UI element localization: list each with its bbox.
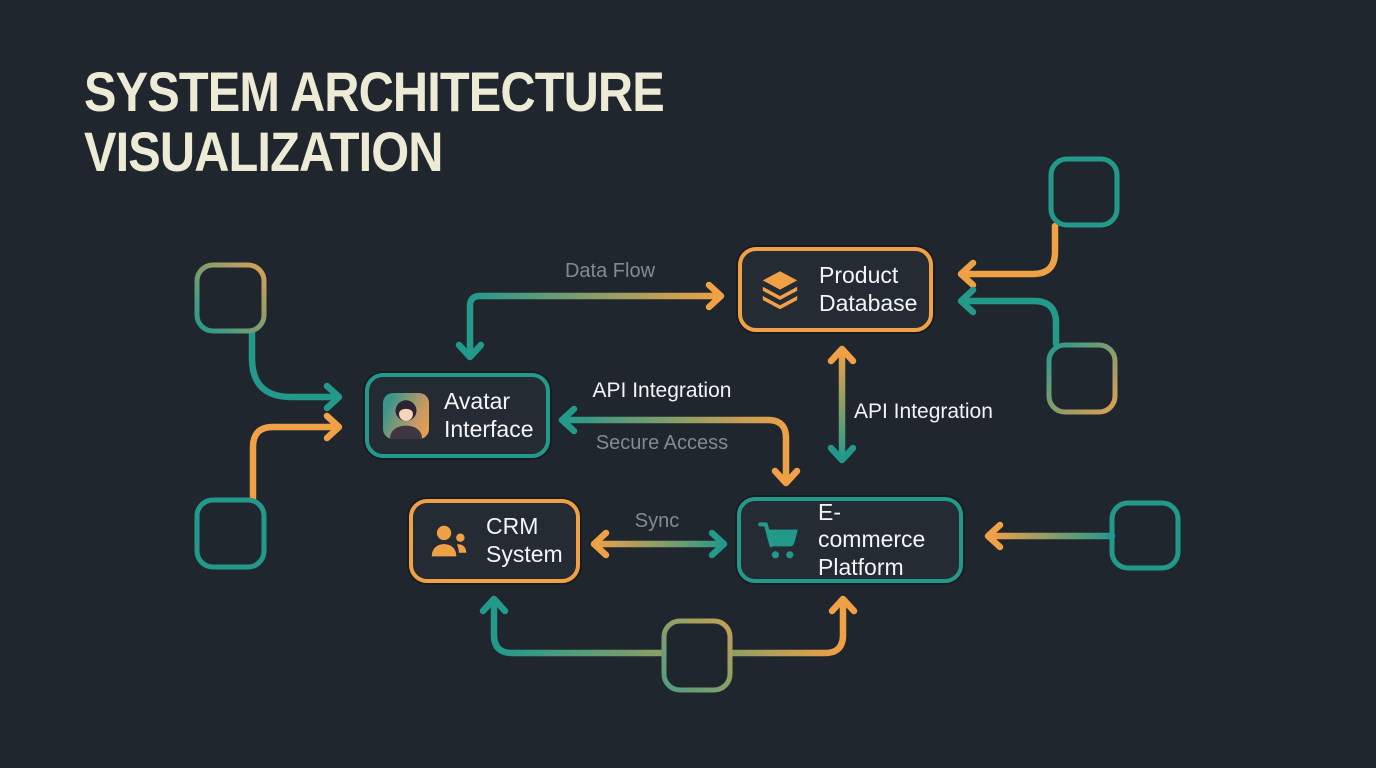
edge-label-secure-access: Secure Access (595, 432, 729, 454)
placeholder-square-left-bottom (194, 497, 267, 570)
node-label: E-commerce Platform (818, 498, 926, 580)
wire-left-top-square-to-avatar (248, 327, 338, 401)
placeholder-square-right-middle (1046, 342, 1118, 415)
shopping-cart-icon (755, 516, 803, 564)
node-avatar-interface: Avatar Interface (365, 373, 550, 458)
wire-bottom-ecommerce-arrowhead (828, 595, 858, 615)
edge-api-integration-down-arrowhead (771, 467, 801, 487)
edge-data-flow-line (466, 292, 720, 360)
edge-label-api-integration-left: API Integration (592, 379, 732, 402)
edge-api-integration-up-arrowhead (827, 345, 857, 365)
wire-right-bottom-arrowhead (984, 521, 1004, 551)
edge-api-integration-left-line (558, 416, 790, 482)
node-crm-system: CRM System (409, 499, 580, 583)
woman-avatar-icon (383, 392, 429, 439)
edge-label-api-integration-right: API Integration (854, 400, 993, 423)
wire-top-right-square-to-product-db (962, 222, 1059, 278)
edge-data-flow-arrowhead-right (705, 281, 725, 311)
wire-left-bottom-arrowhead (323, 412, 343, 442)
wire-left-top-arrowhead (323, 382, 343, 412)
placeholder-square-left-top (194, 262, 267, 334)
wire-bottom-crm-arrowhead (479, 595, 509, 615)
database-layers-icon (756, 266, 804, 314)
node-label: CRM System (486, 513, 563, 567)
node-ecommerce-platform: E-commerce Platform (737, 497, 963, 583)
placeholder-square-top-right (1048, 156, 1120, 228)
edge-api-integration-left-arrowhead (558, 405, 578, 435)
page-title: SYSTEM ARCHITECTURE VISUALIZATION (84, 60, 665, 183)
wire-right-middle-arrowhead (957, 286, 977, 316)
wire-bottom-square-to-ecommerce (727, 600, 847, 657)
edge-label-sync: Sync (634, 510, 680, 532)
wire-top-right-arrowhead (957, 259, 977, 289)
wire-right-middle-square-to-product-db (962, 297, 1060, 348)
edge-sync-left-arrowhead (590, 529, 610, 559)
edge-api-integration-downv-arrowhead (827, 444, 857, 464)
node-product-database: Product Database (738, 247, 933, 332)
edge-data-flow-arrowhead-down (455, 341, 485, 361)
edge-label-data-flow: Data Flow (564, 260, 656, 282)
placeholder-square-bottom-center (661, 618, 733, 693)
placeholder-square-right-bottom (1109, 500, 1181, 571)
node-label: Avatar Interface (444, 387, 534, 442)
wire-bottom-square-to-crm (490, 600, 667, 657)
users-icon (427, 519, 471, 563)
edge-sync-right-arrowhead (708, 529, 728, 559)
wire-left-bottom-square-to-avatar (249, 423, 338, 504)
node-label: Product Database (819, 261, 918, 316)
